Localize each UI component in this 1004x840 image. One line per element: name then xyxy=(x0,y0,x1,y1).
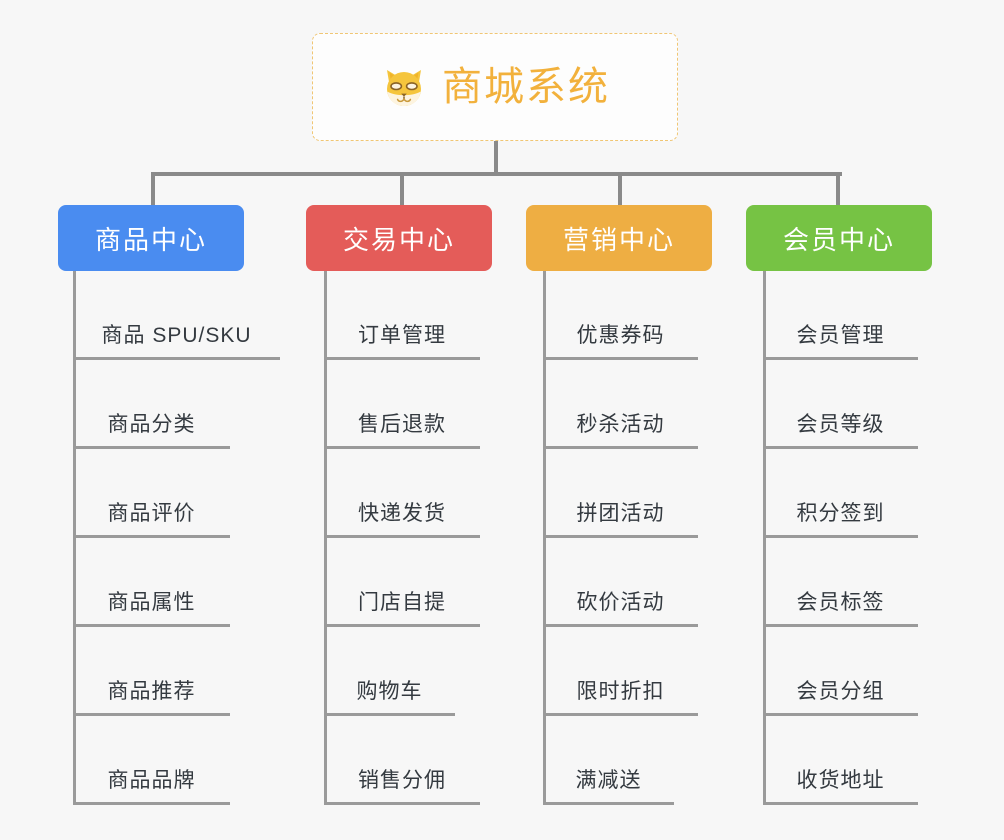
leaf-item[interactable]: 满减送 xyxy=(543,716,674,805)
branch-label: 交易中心 xyxy=(342,224,455,255)
leaf-item[interactable]: 销售分佣 xyxy=(324,716,480,805)
leaf-label: 商品推荐 xyxy=(107,679,196,703)
leaf-item[interactable]: 售后退款 xyxy=(324,360,480,449)
leaf-label: 限时折扣 xyxy=(576,679,665,703)
leaf-item[interactable]: 优惠券码 xyxy=(543,271,698,360)
leaf-spine xyxy=(324,271,327,805)
leaf-label: 会员管理 xyxy=(796,323,885,347)
leaf-label: 会员分组 xyxy=(796,679,885,703)
leaf-label: 会员标签 xyxy=(796,590,885,614)
leaf-label: 收货地址 xyxy=(796,768,885,792)
leaf-item[interactable]: 积分签到 xyxy=(763,449,918,538)
leaf-item[interactable]: 会员分组 xyxy=(763,627,918,716)
leaf-item[interactable]: 快递发货 xyxy=(324,449,480,538)
leaf-label: 秒杀活动 xyxy=(576,412,665,436)
leaf-label: 商品属性 xyxy=(107,590,196,614)
leaf-item[interactable]: 订单管理 xyxy=(324,271,480,360)
leaf-label: 商品 SPU/SKU xyxy=(101,323,252,347)
leaf-item[interactable]: 限时折扣 xyxy=(543,627,698,716)
leaf-item[interactable]: 会员等级 xyxy=(763,360,918,449)
leaf-spine xyxy=(73,271,76,805)
leaf-item[interactable]: 门店自提 xyxy=(324,538,480,627)
leaf-label: 售后退款 xyxy=(358,412,446,436)
leaf-item[interactable]: 收货地址 xyxy=(763,716,918,805)
leaf-label: 满减送 xyxy=(575,768,642,792)
leaf-item[interactable]: 商品分类 xyxy=(73,360,230,449)
leaf-label: 积分签到 xyxy=(796,501,885,525)
leaf-label: 购物车 xyxy=(356,679,423,703)
root-node-shop-system[interactable]: 商城系统 xyxy=(312,33,678,141)
leaf-spine xyxy=(543,271,546,805)
branch-label: 会员中心 xyxy=(782,224,895,255)
leaf-label: 商品品牌 xyxy=(107,768,196,792)
branch-drop-connector-1 xyxy=(151,172,155,207)
branch-drop-connector-3 xyxy=(618,172,622,207)
leaf-item[interactable]: 商品推荐 xyxy=(73,627,230,716)
root-title: 商城系统 xyxy=(442,65,610,109)
leaf-item[interactable]: 会员标签 xyxy=(763,538,918,627)
leaf-item[interactable]: 商品评价 xyxy=(73,449,230,538)
leaf-label: 商品评价 xyxy=(107,501,196,525)
branch-label: 商品中心 xyxy=(94,224,207,255)
leaf-label: 销售分佣 xyxy=(358,768,446,792)
leaf-label: 订单管理 xyxy=(358,323,446,347)
branch-box-member-center[interactable]: 会员中心 xyxy=(746,205,932,271)
leaf-item[interactable]: 砍价活动 xyxy=(543,538,698,627)
branch-drop-connector-4 xyxy=(836,172,840,207)
branch-drop-connector-2 xyxy=(400,172,404,207)
leaf-label: 优惠券码 xyxy=(576,323,665,347)
leaf-label: 商品分类 xyxy=(107,412,196,436)
branch-box-marketing-center[interactable]: 营销中心 xyxy=(526,205,712,271)
root-stub-connector xyxy=(494,141,498,174)
leaf-item[interactable]: 商品 SPU/SKU xyxy=(73,271,280,360)
leaf-item[interactable]: 商品品牌 xyxy=(73,716,230,805)
leaf-label: 会员等级 xyxy=(796,412,885,436)
leaf-item[interactable]: 秒杀活动 xyxy=(543,360,698,449)
leaf-label: 门店自提 xyxy=(358,590,446,614)
leaf-label: 砍价活动 xyxy=(576,590,665,614)
branch-label: 营销中心 xyxy=(562,224,675,255)
branch-box-product-center[interactable]: 商品中心 xyxy=(58,205,244,271)
shiba-dog-face-icon xyxy=(380,63,428,111)
horizontal-bus-connector xyxy=(151,172,842,176)
branch-box-trade-center[interactable]: 交易中心 xyxy=(306,205,492,271)
leaf-item[interactable]: 商品属性 xyxy=(73,538,230,627)
leaf-item[interactable]: 会员管理 xyxy=(763,271,918,360)
leaf-label: 快递发货 xyxy=(358,501,446,525)
leaf-item[interactable]: 拼团活动 xyxy=(543,449,698,538)
leaf-label: 拼团活动 xyxy=(576,501,665,525)
leaf-item[interactable]: 购物车 xyxy=(324,627,455,716)
leaf-spine xyxy=(763,271,766,805)
